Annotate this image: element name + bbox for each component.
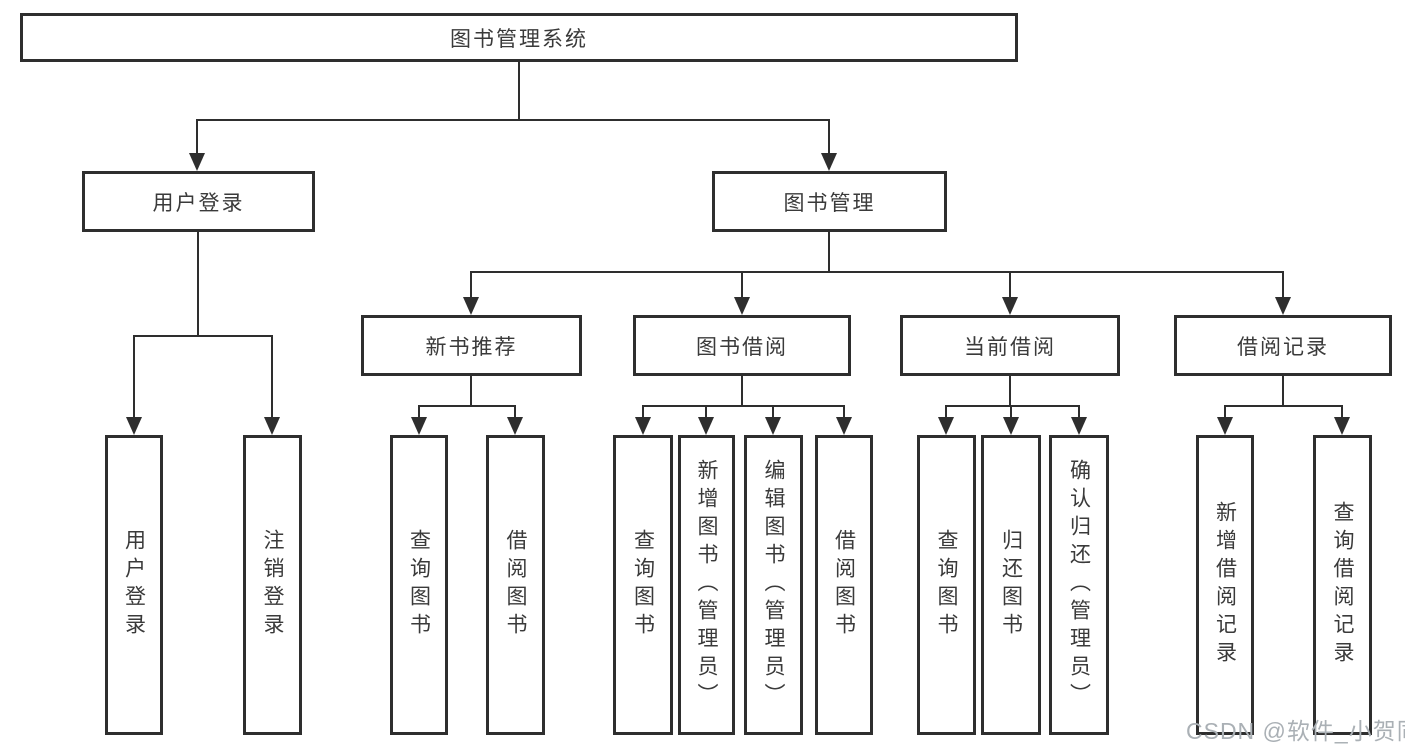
connector-line — [197, 232, 199, 337]
leaf-records-add: 新增借阅记录 — [1196, 435, 1254, 735]
connector-line — [642, 405, 644, 419]
node-root-label: 图书管理系统 — [450, 27, 588, 51]
connector-line — [642, 405, 845, 407]
connector-arrow — [821, 153, 837, 171]
connector-line — [470, 376, 472, 407]
node-new-book-recommend: 新书推荐 — [361, 315, 582, 376]
node-book-management: 图书管理 — [712, 171, 947, 232]
connector-arrow — [264, 417, 280, 435]
connector-line — [1078, 405, 1080, 419]
connector-arrow — [1334, 417, 1350, 435]
connector-arrow — [1275, 297, 1291, 315]
node-book-borrow-label: 图书借阅 — [696, 335, 788, 359]
csdn-watermark: CSDN @软件_小贺同学 — [1186, 718, 1405, 744]
leaf-borrow-borrow: 借阅图书 — [815, 435, 873, 735]
connector-line — [196, 119, 830, 121]
connector-line — [1010, 405, 1012, 419]
connector-line — [772, 405, 774, 419]
connector-arrow — [126, 417, 142, 435]
connector-arrow — [463, 297, 479, 315]
leaf-records-query: 查询借阅记录 — [1313, 435, 1372, 735]
connector-line — [133, 335, 273, 337]
leaf-borrow-query: 查询图书 — [613, 435, 673, 735]
node-user-login: 用户登录 — [82, 171, 315, 232]
node-current-borrow: 当前借阅 — [900, 315, 1120, 376]
leaf-newbooks-borrow: 借阅图书 — [486, 435, 545, 735]
node-current-borrow-label: 当前借阅 — [964, 335, 1056, 359]
connector-arrow — [411, 417, 427, 435]
leaf-user-login: 用户登录 — [105, 435, 163, 735]
connector-line — [518, 62, 520, 121]
connector-line — [843, 405, 845, 419]
node-new-book-recommend-label: 新书推荐 — [425, 335, 518, 359]
connector-line — [705, 405, 707, 419]
node-borrow-records-label: 借阅记录 — [1237, 335, 1329, 359]
connector-line — [1341, 405, 1343, 419]
connector-line — [470, 271, 1284, 273]
node-borrow-records: 借阅记录 — [1174, 315, 1392, 376]
connector-line — [1224, 405, 1343, 407]
connector-line — [1224, 405, 1226, 419]
connector-arrow — [836, 417, 852, 435]
connector-line — [418, 405, 420, 419]
connector-arrow — [1002, 297, 1018, 315]
connector-line — [1009, 271, 1011, 299]
leaf-newbooks-query: 查询图书 — [390, 435, 448, 735]
node-root: 图书管理系统 — [20, 13, 1018, 62]
connector-line — [514, 405, 516, 419]
connector-line — [828, 119, 830, 155]
connector-line — [133, 335, 135, 419]
leaf-current-confirm-admin: 确认归还（管理员） — [1049, 435, 1109, 735]
connector-arrow — [765, 417, 781, 435]
connector-arrow — [698, 417, 714, 435]
connector-arrow — [938, 417, 954, 435]
connector-line — [741, 271, 743, 299]
connector-line — [271, 335, 273, 419]
connector-arrow — [1003, 417, 1019, 435]
connector-line — [470, 271, 472, 299]
connector-line — [196, 119, 198, 155]
connector-line — [1282, 376, 1284, 407]
connector-arrow — [189, 153, 205, 171]
connector-line — [945, 405, 1080, 407]
node-book-borrow: 图书借阅 — [633, 315, 851, 376]
connector-line — [945, 405, 947, 419]
leaf-borrow-edit-admin: 编辑图书（管理员） — [744, 435, 803, 735]
connector-arrow — [635, 417, 651, 435]
leaf-current-query: 查询图书 — [917, 435, 976, 735]
node-book-management-label: 图书管理 — [783, 191, 876, 215]
connector-line — [418, 405, 516, 407]
connector-arrow — [1217, 417, 1233, 435]
connector-arrow — [734, 297, 750, 315]
connector-line — [828, 232, 830, 273]
leaf-logout: 注销登录 — [243, 435, 302, 735]
leaf-borrow-add-admin: 新增图书（管理员） — [678, 435, 735, 735]
node-user-login-label: 用户登录 — [152, 191, 245, 215]
leaf-current-return: 归还图书 — [981, 435, 1041, 735]
connector-line — [1282, 271, 1284, 299]
connector-line — [1009, 376, 1011, 407]
connector-line — [741, 376, 743, 407]
connector-arrow — [507, 417, 523, 435]
connector-arrow — [1071, 417, 1087, 435]
